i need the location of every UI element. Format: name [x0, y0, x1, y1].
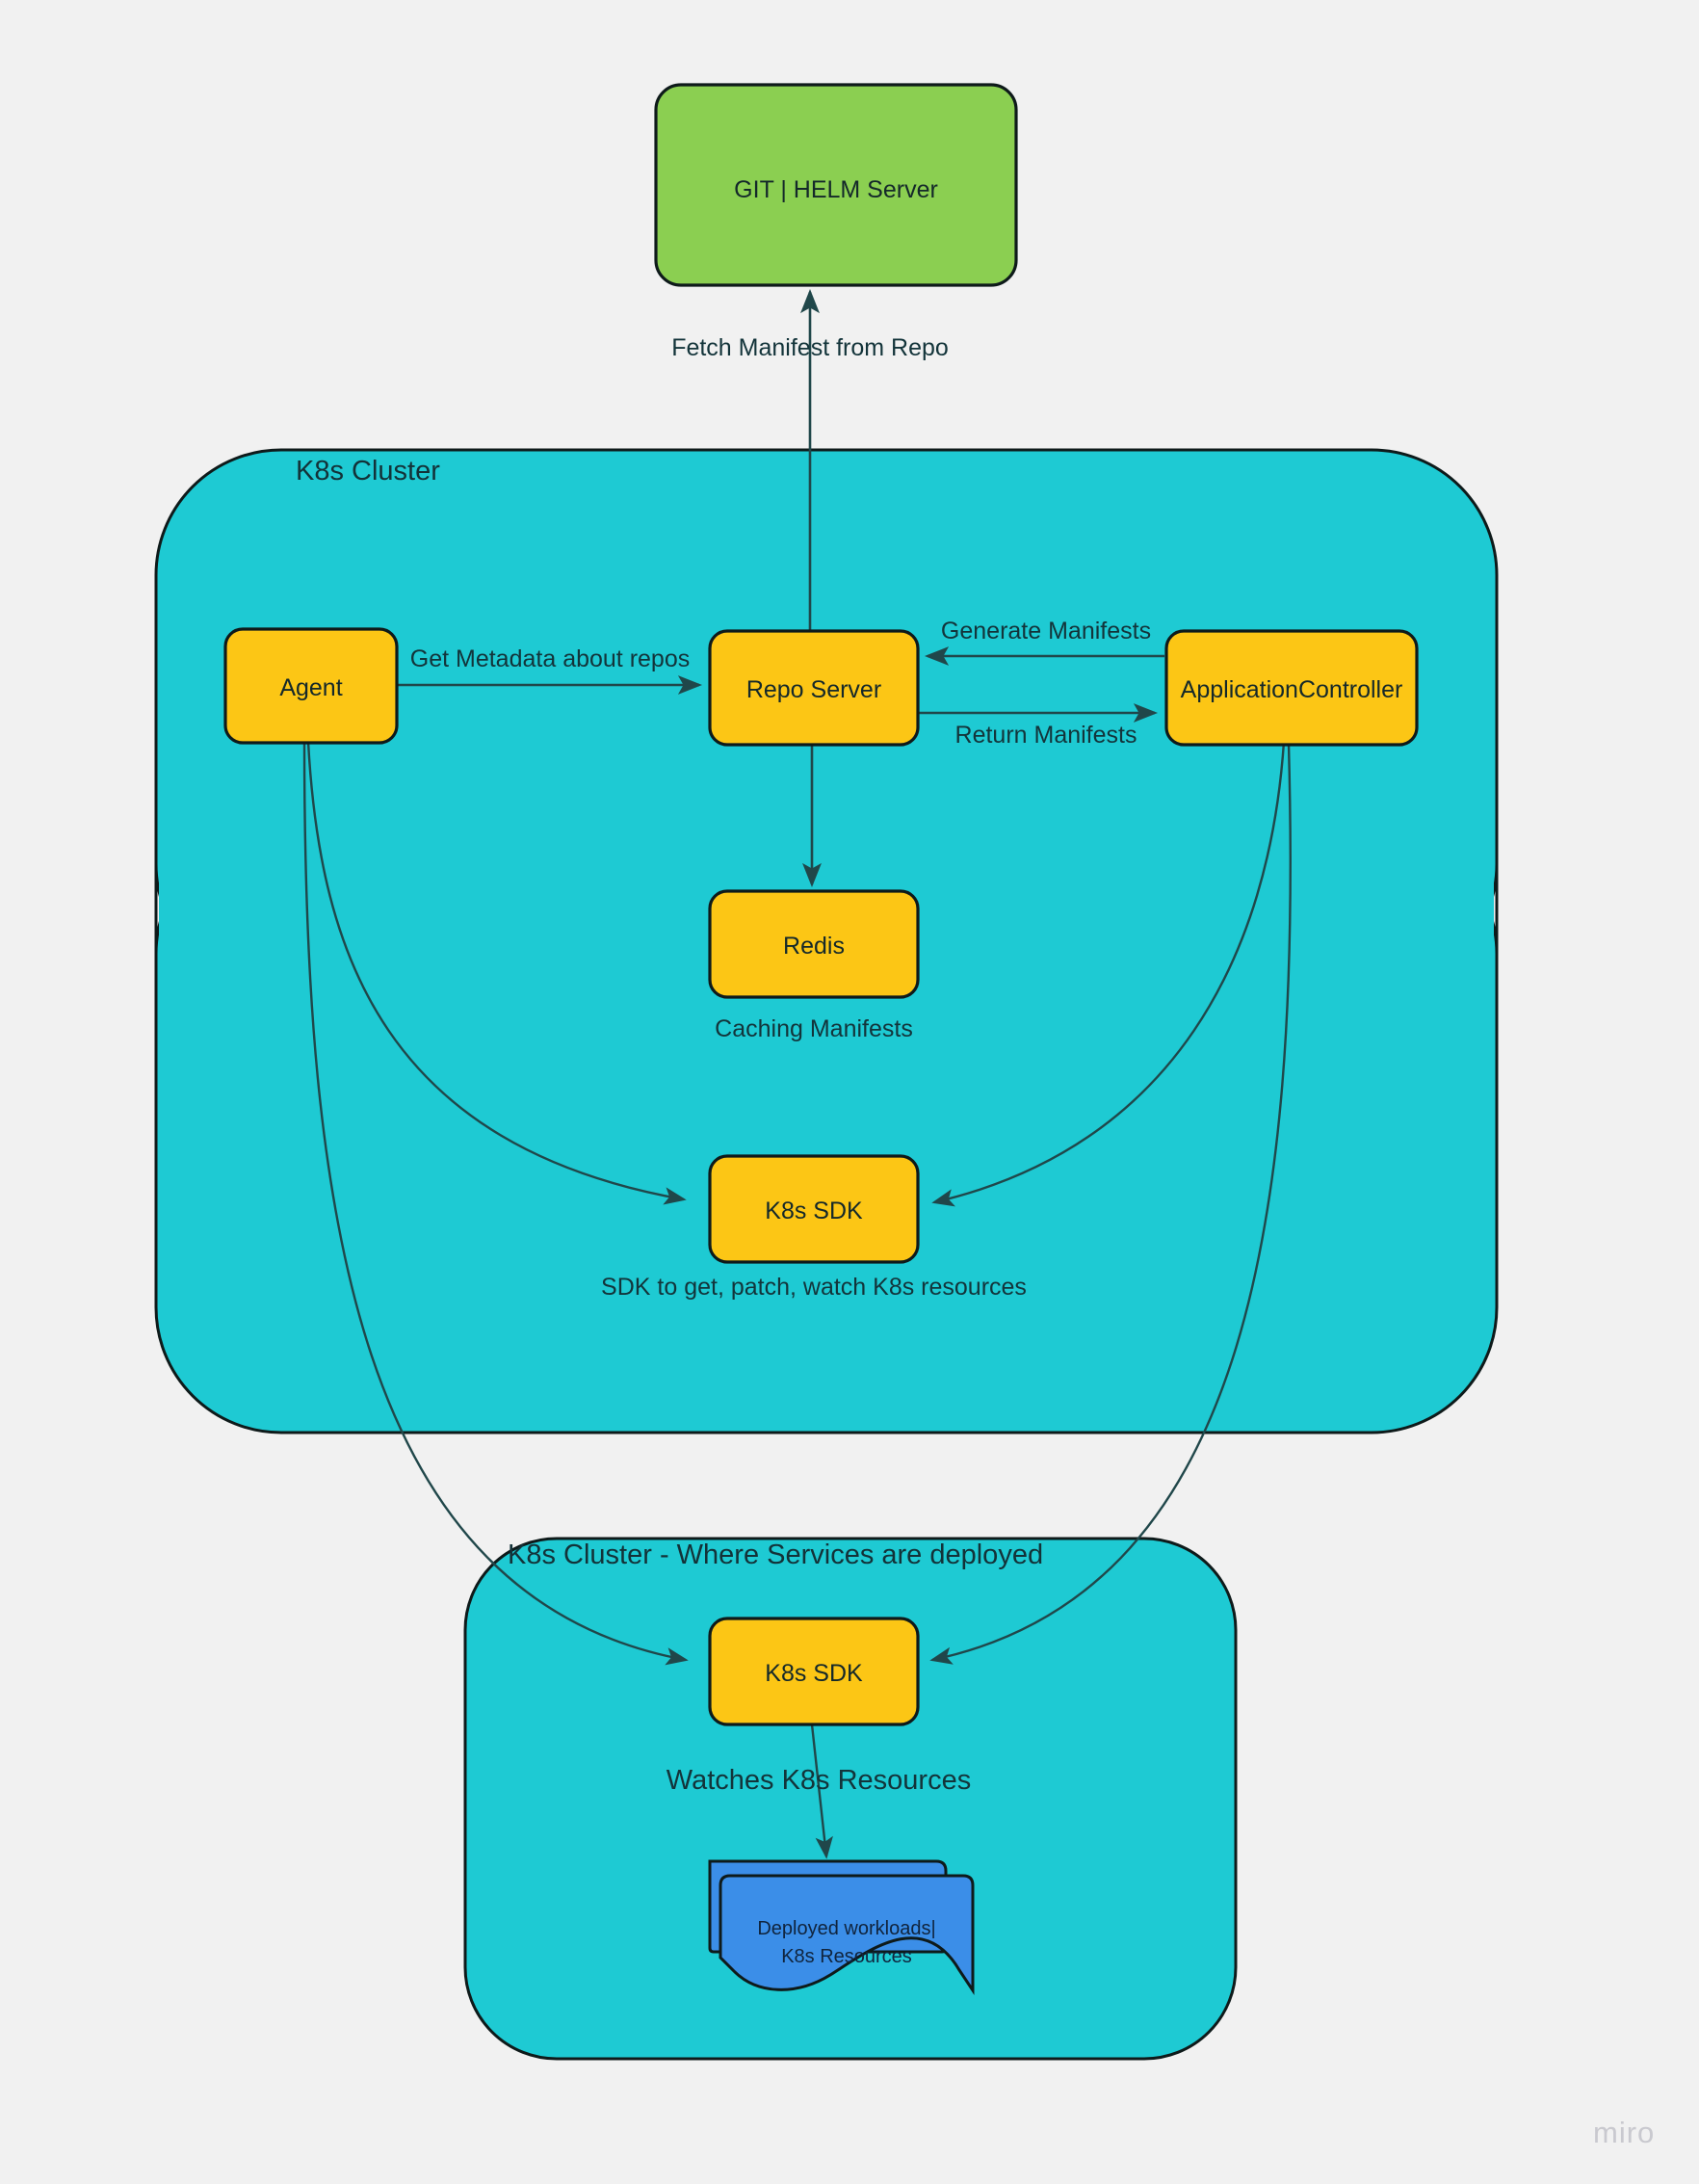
hit-node-redis[interactable]	[710, 891, 918, 997]
hit-node-agent[interactable]	[225, 629, 397, 743]
hit-node-deployed-workloads[interactable]	[720, 1876, 973, 1991]
hit-node-k8s-sdk-control[interactable]	[710, 1156, 918, 1262]
node-k8s-sdk-workload[interactable]	[708, 1617, 920, 1726]
hit-node-repo-server[interactable]	[710, 631, 918, 745]
node-application-controller[interactable]	[1164, 629, 1419, 747]
edge-agent-to-sdk-workload	[302, 743, 689, 1666]
edge-watches-k8s-resources	[810, 1724, 833, 1859]
k8s-cluster-control-container-outline	[154, 575, 1499, 1307]
node-deployed-workloads-front[interactable]	[719, 1874, 975, 1995]
hit-node-git-helm-server[interactable]	[656, 85, 1016, 285]
edge-agent-to-sdk-control	[306, 741, 687, 1205]
node-agent[interactable]	[223, 627, 399, 745]
node-k8s-sdk-control[interactable]	[708, 1154, 920, 1264]
k8s-cluster-workload-container[interactable]	[463, 1537, 1238, 2061]
edge-appcontroller-to-sdk-workload	[929, 743, 1293, 1665]
node-redis[interactable]	[708, 889, 920, 999]
node-git-helm-server[interactable]	[654, 83, 1018, 287]
hit-node-k8s-sdk-workload[interactable]	[710, 1618, 918, 1724]
hit-node-application-controller[interactable]	[1166, 631, 1417, 745]
edge-appcontroller-to-sdk-control	[931, 741, 1286, 1207]
node-repo-server[interactable]	[708, 629, 920, 747]
